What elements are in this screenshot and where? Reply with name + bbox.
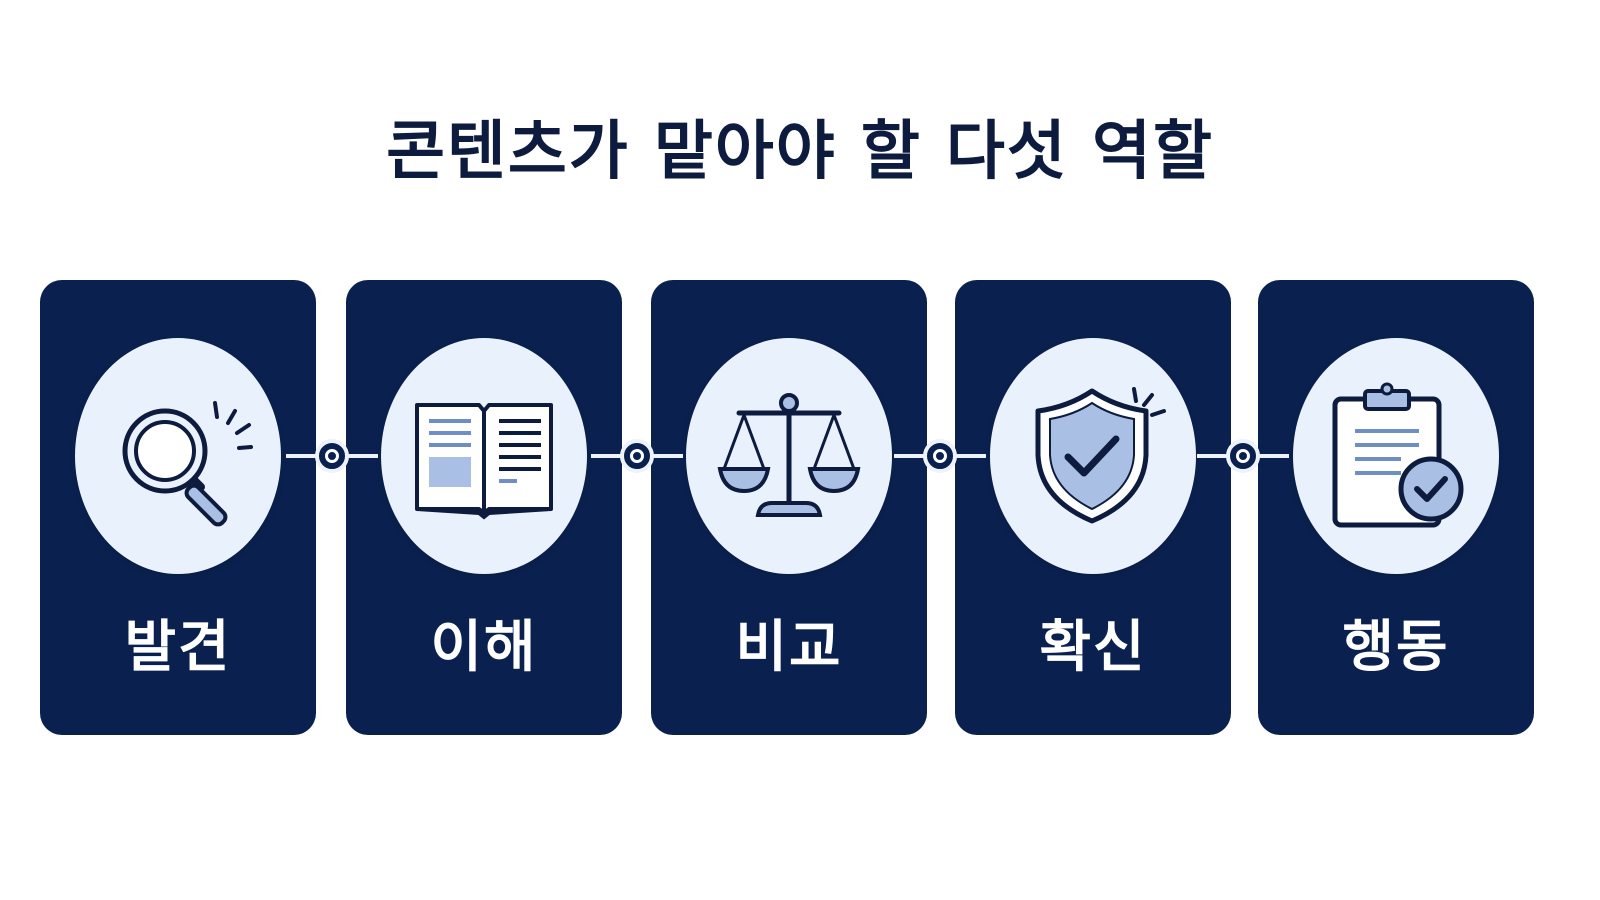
stage-icon-circle — [990, 338, 1196, 574]
connector-node — [1226, 439, 1260, 473]
stage-card-1: 발견 — [40, 280, 316, 735]
connector-node — [620, 439, 654, 473]
connector-node-inner — [1236, 449, 1250, 463]
clipboard-check-icon — [1332, 382, 1464, 528]
stage-label: 행동 — [1342, 615, 1450, 680]
stage-icon-circle — [381, 338, 587, 574]
connector-node — [923, 439, 957, 473]
stage-card-2: 이해 — [346, 280, 622, 735]
stage-icon-circle — [75, 338, 281, 574]
diagram-title: 콘텐츠가 맡아야 할 다섯 역할 — [386, 115, 1214, 189]
stage-icon-circle — [686, 338, 892, 574]
connector-node-inner — [325, 449, 339, 463]
stage-label: 발견 — [124, 615, 232, 680]
stage-label: 확신 — [1039, 615, 1147, 680]
stage-card-4: 확신 — [955, 280, 1231, 735]
connector-node — [315, 439, 349, 473]
stage-label: 이해 — [430, 615, 538, 680]
open-book-icon — [415, 403, 553, 520]
connector-node-inner — [630, 449, 644, 463]
stage-label: 비교 — [735, 615, 843, 680]
magnifier-icon — [122, 401, 253, 527]
shield-check-icon — [1035, 387, 1166, 524]
stage-icon-circle — [1293, 338, 1499, 574]
balance-scale-icon — [717, 393, 861, 517]
connector-node-inner — [933, 449, 947, 463]
stage-card-5: 행동 — [1258, 280, 1534, 735]
stage-card-3: 비교 — [651, 280, 927, 735]
